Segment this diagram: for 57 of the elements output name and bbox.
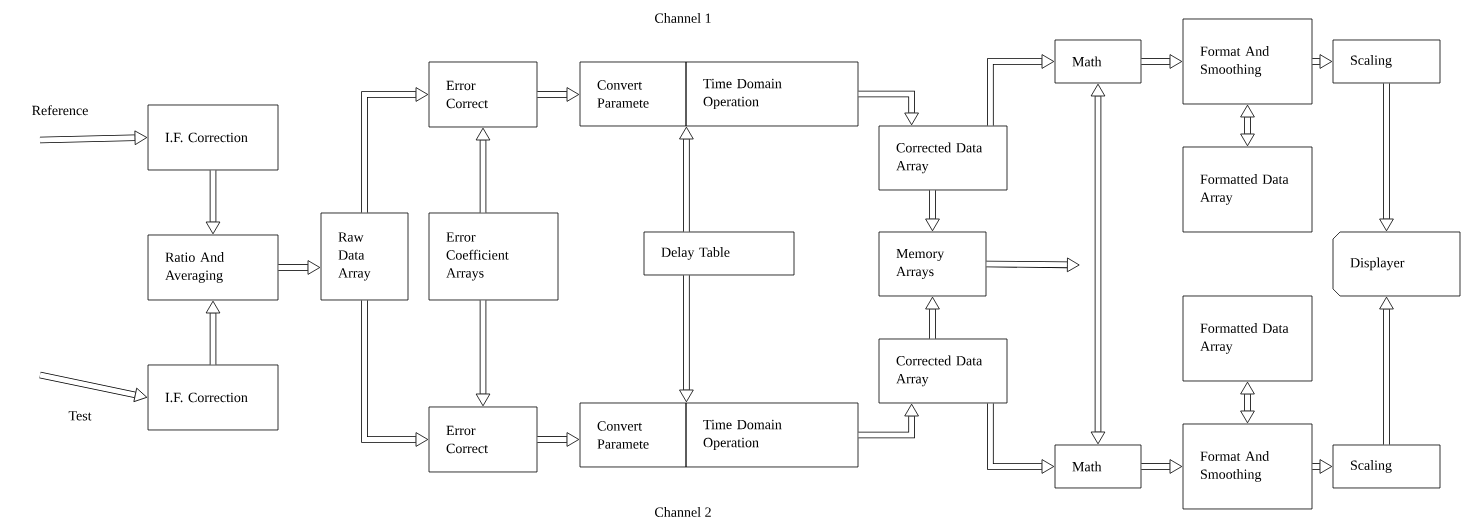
block-arrow [987,54,1055,126]
block-arrow [361,300,429,447]
process-box: I.F. Correction [147,364,279,431]
block-arrow [537,432,580,447]
block-arrow [39,130,148,146]
block-arrow [1312,459,1333,474]
block-arrow [1141,459,1183,474]
process-box: Scaling [1332,444,1441,489]
block-arrow [205,300,221,365]
process-box: Corrected Data Array [878,125,1008,191]
process-box: Math [1054,39,1142,84]
block-arrow [858,90,919,126]
edge-label: Reference [30,104,90,117]
channel-label: Channel 2 [655,507,711,517]
block-arrow [475,127,491,213]
process-box: Scaling [1332,39,1441,84]
process-box: Math [1054,444,1142,489]
process-box: Error Correct [428,406,538,473]
process-box: Corrected Data Array [878,338,1008,404]
channel-label: Channel 1 [655,13,711,23]
process-box: Delay Table [643,231,795,276]
block-arrow [278,260,321,275]
process-box: Formatted Data Array [1182,146,1313,233]
block-arrow [1090,83,1106,445]
display-box: Displayer [1332,231,1461,297]
process-box: Error Coefficient Arrays [428,212,559,301]
process-box: Time Domain Operation [685,402,859,468]
block-arrow [39,371,148,403]
block-arrow [1379,296,1394,445]
block-arrow [679,275,694,403]
block-arrow [925,296,940,339]
block-arrow [1312,54,1333,69]
block-arrow [475,300,491,407]
block-arrow [925,190,940,232]
block-arrow [361,87,429,213]
process-box: Ratio And Averaging [147,234,279,301]
process-box: Convert Paramete [579,402,687,468]
block-arrow [1240,104,1255,147]
process-box: Memory Arrays [878,231,987,297]
process-box: Convert Paramete [579,61,687,127]
process-box: I.F. Correction [147,104,279,171]
block-arrow [986,257,1080,273]
process-box: Time Domain Operation [685,61,859,127]
block-arrow [537,87,580,102]
block-arrow [1379,83,1394,232]
block-arrow [205,170,221,235]
process-box: Formatted Data Array [1182,295,1313,382]
process-box: Raw Data Array [320,212,409,301]
block-arrow [858,403,919,439]
block-arrow [987,403,1055,474]
block-arrow [1141,54,1183,69]
process-box: Error Correct [428,61,538,128]
process-box: Format And Smoothing [1182,423,1313,510]
block-arrow [1240,381,1255,424]
process-box: Format And Smoothing [1182,18,1313,105]
block-arrow [679,126,694,232]
edge-label: Test [67,410,93,422]
